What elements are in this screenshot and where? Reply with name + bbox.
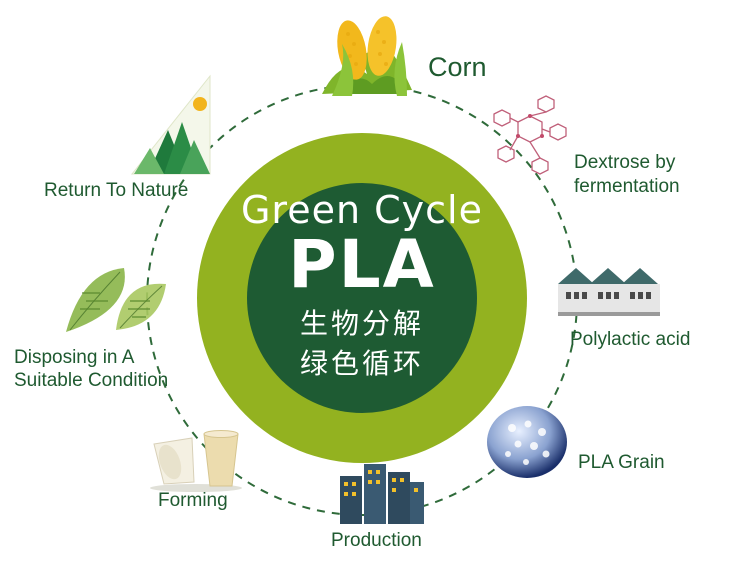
label-dextrose-line-1: Dextrose by [574,152,676,173]
label-disposing-line-2: Suitable Condition [14,370,169,391]
factory-icon [558,268,660,316]
label-forming: Forming [158,490,228,511]
label-polylactic-acid: Polylactic acid [570,329,691,350]
center-title: Green Cycle [240,188,483,232]
label-pla-grain: PLA Grain [578,452,665,473]
corn-icon [322,16,412,96]
label-dextrose-line-2: fermentation [574,176,680,197]
label-corn: Corn [428,52,487,82]
center-acronym: PLA [288,226,436,303]
cups-icon [150,430,242,492]
mountain-icon [130,74,211,175]
label-production: Production [331,530,422,551]
label-return-to-nature: Return To Nature [44,180,189,201]
leaf-icon [66,268,166,332]
center-subtitle-cn-2: 绿色循环 [299,347,424,380]
center-subtitle-cn-1: 生物分解 [299,307,424,340]
label-disposing-line-1: Disposing in A [14,347,135,368]
inner-dark-circle [247,183,477,413]
buildings-icon [340,464,424,524]
pellets-icon [487,406,567,478]
molecule-icon [493,95,567,175]
